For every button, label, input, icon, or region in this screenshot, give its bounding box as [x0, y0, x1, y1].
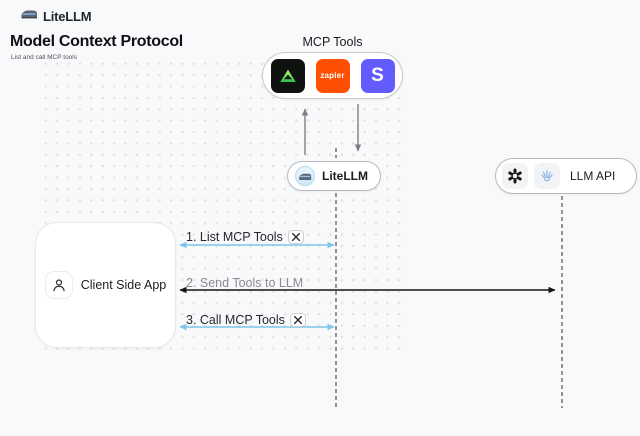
mcp-tools-group: zapier S [262, 52, 403, 99]
brand-label: LiteLLM [43, 8, 92, 24]
tools-icon [289, 313, 306, 327]
litellm-logo-icon [295, 166, 315, 186]
stripe-icon: S [360, 58, 395, 93]
step-send-tools-to-llm: 2. Send Tools to LLM [186, 276, 303, 290]
step-2-text: 2. Send Tools to LLM [186, 276, 304, 290]
litellm-node-label: LiteLLM [322, 169, 368, 183]
client-side-app-node: Client Side App [35, 222, 176, 348]
mcp-tools-label: MCP Tools [302, 35, 363, 49]
page-subtitle: List and call MCP tools [11, 54, 77, 61]
tools-icon [287, 230, 304, 244]
litellm-train-icon [20, 7, 38, 25]
litellm-node: LiteLLM [287, 161, 381, 191]
openai-icon [502, 163, 528, 189]
green-triangle-tool-icon [270, 58, 305, 93]
step-3-text: 3. Call MCP Tools [186, 313, 285, 327]
step-1-text: 1. List MCP Tools [186, 230, 283, 244]
zapier-wordmark: zapier [320, 71, 345, 80]
stripe-letter: S [371, 64, 384, 86]
client-side-app-label: Client Side App [80, 278, 167, 292]
step-list-mcp-tools: 1. List MCP Tools [186, 230, 304, 244]
user-icon [44, 271, 73, 299]
llm-api-node-label: LLM API [570, 169, 616, 183]
llm-provider-icon [534, 163, 560, 189]
page-title: Model Context Protocol [10, 33, 183, 50]
brand: LiteLLM [20, 7, 92, 25]
step-call-mcp-tools: 3. Call MCP Tools [186, 313, 306, 327]
llm-api-node: LLM API [495, 158, 637, 194]
zapier-icon: zapier [315, 58, 350, 93]
